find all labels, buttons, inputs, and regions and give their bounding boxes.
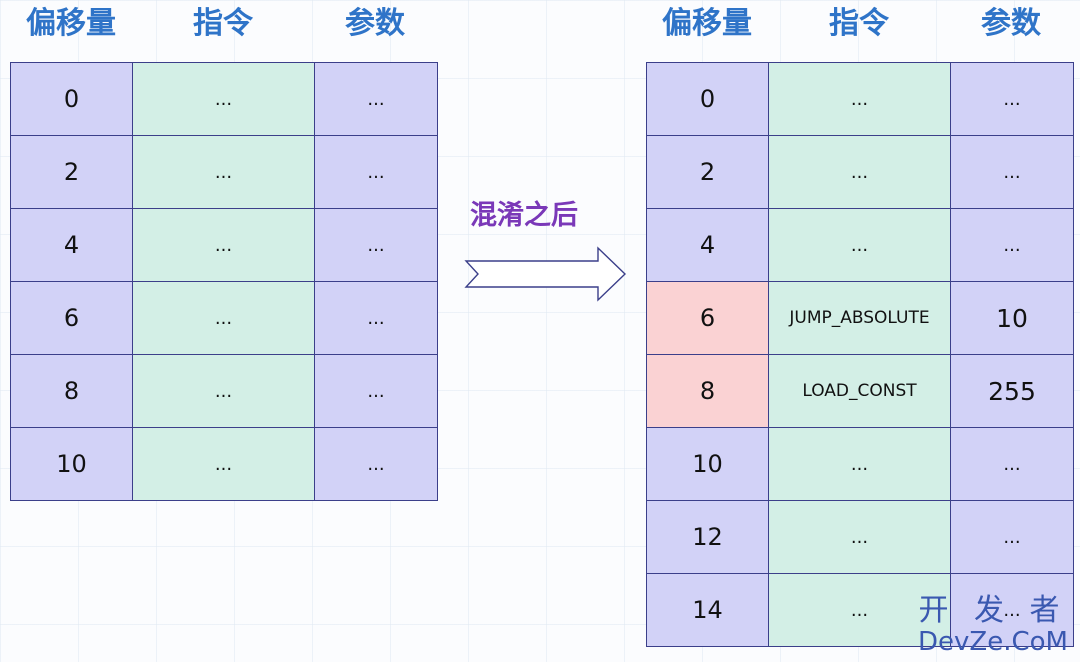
table-row: 2 ... ...: [10, 135, 438, 209]
offset-cell: 14: [646, 573, 769, 647]
argument-cell: ...: [314, 354, 438, 428]
table-row-highlighted: 8 LOAD_CONST 255: [646, 354, 1074, 428]
table-row: 10 ... ...: [646, 427, 1074, 501]
instruction-cell: ...: [132, 62, 315, 136]
instruction-cell: ...: [768, 427, 951, 501]
offset-cell: 10: [10, 427, 133, 501]
offset-cell: 6: [10, 281, 133, 355]
argument-cell: ...: [314, 135, 438, 209]
argument-cell: ...: [950, 62, 1074, 136]
watermark-line2: DevZe.CoM: [918, 627, 1068, 657]
instruction-cell: ...: [132, 281, 315, 355]
argument-cell: 10: [950, 281, 1074, 355]
watermark-line1: 开 发 者: [918, 593, 1068, 628]
instruction-cell: ...: [768, 62, 951, 136]
left-header-instruction: 指令: [193, 6, 253, 41]
table-row: 4 ... ...: [10, 208, 438, 282]
right-header-instruction: 指令: [829, 6, 889, 41]
instruction-cell: ...: [132, 427, 315, 501]
offset-cell: 2: [10, 135, 133, 209]
argument-cell: ...: [950, 427, 1074, 501]
left-bytecode-table: 0 ... ... 2 ... ... 4 ... ... 6 ... ... …: [10, 62, 438, 501]
argument-cell: ...: [314, 281, 438, 355]
table-row: 0 ... ...: [10, 62, 438, 136]
table-row: 14 ... ...: [646, 573, 1074, 647]
left-header-argument: 参数: [345, 6, 405, 41]
table-row-highlighted: 6 JUMP_ABSOLUTE 10: [646, 281, 1074, 355]
instruction-cell: JUMP_ABSOLUTE: [768, 281, 951, 355]
transform-label: 混淆之后: [470, 200, 578, 231]
instruction-cell: ...: [768, 208, 951, 282]
offset-cell: 8: [10, 354, 133, 428]
argument-cell: ...: [950, 208, 1074, 282]
argument-cell: ...: [950, 135, 1074, 209]
offset-cell: 4: [646, 208, 769, 282]
instruction-cell: ...: [132, 354, 315, 428]
offset-cell: 0: [646, 62, 769, 136]
right-header-offset: 偏移量: [662, 6, 752, 41]
left-header-offset: 偏移量: [26, 6, 116, 41]
offset-cell-highlighted: 6: [646, 281, 769, 355]
right-header-argument: 参数: [981, 6, 1041, 41]
table-row: 4 ... ...: [646, 208, 1074, 282]
offset-cell: 12: [646, 500, 769, 574]
offset-cell: 0: [10, 62, 133, 136]
instruction-cell: ...: [768, 500, 951, 574]
argument-cell: ...: [950, 573, 1074, 647]
right-arrow-icon: [464, 246, 627, 302]
instruction-cell: ...: [132, 135, 315, 209]
argument-cell: ...: [314, 208, 438, 282]
table-row: 12 ... ...: [646, 500, 1074, 574]
argument-cell: 255: [950, 354, 1074, 428]
argument-cell: ...: [314, 62, 438, 136]
table-row: 6 ... ...: [10, 281, 438, 355]
instruction-cell: LOAD_CONST: [768, 354, 951, 428]
table-row: 10 ... ...: [10, 427, 438, 501]
argument-cell: ...: [314, 427, 438, 501]
instruction-cell: ...: [132, 208, 315, 282]
offset-cell: 4: [10, 208, 133, 282]
offset-cell: 2: [646, 135, 769, 209]
argument-cell: ...: [950, 500, 1074, 574]
right-bytecode-table: 0 ... ... 2 ... ... 4 ... ... 6 JUMP_ABS…: [646, 62, 1074, 647]
offset-cell-highlighted: 8: [646, 354, 769, 428]
table-row: 2 ... ...: [646, 135, 1074, 209]
table-row: 0 ... ...: [646, 62, 1074, 136]
table-row: 8 ... ...: [10, 354, 438, 428]
offset-cell: 10: [646, 427, 769, 501]
instruction-cell: ...: [768, 135, 951, 209]
watermark: 开 发 者 DevZe.CoM: [918, 593, 1068, 657]
